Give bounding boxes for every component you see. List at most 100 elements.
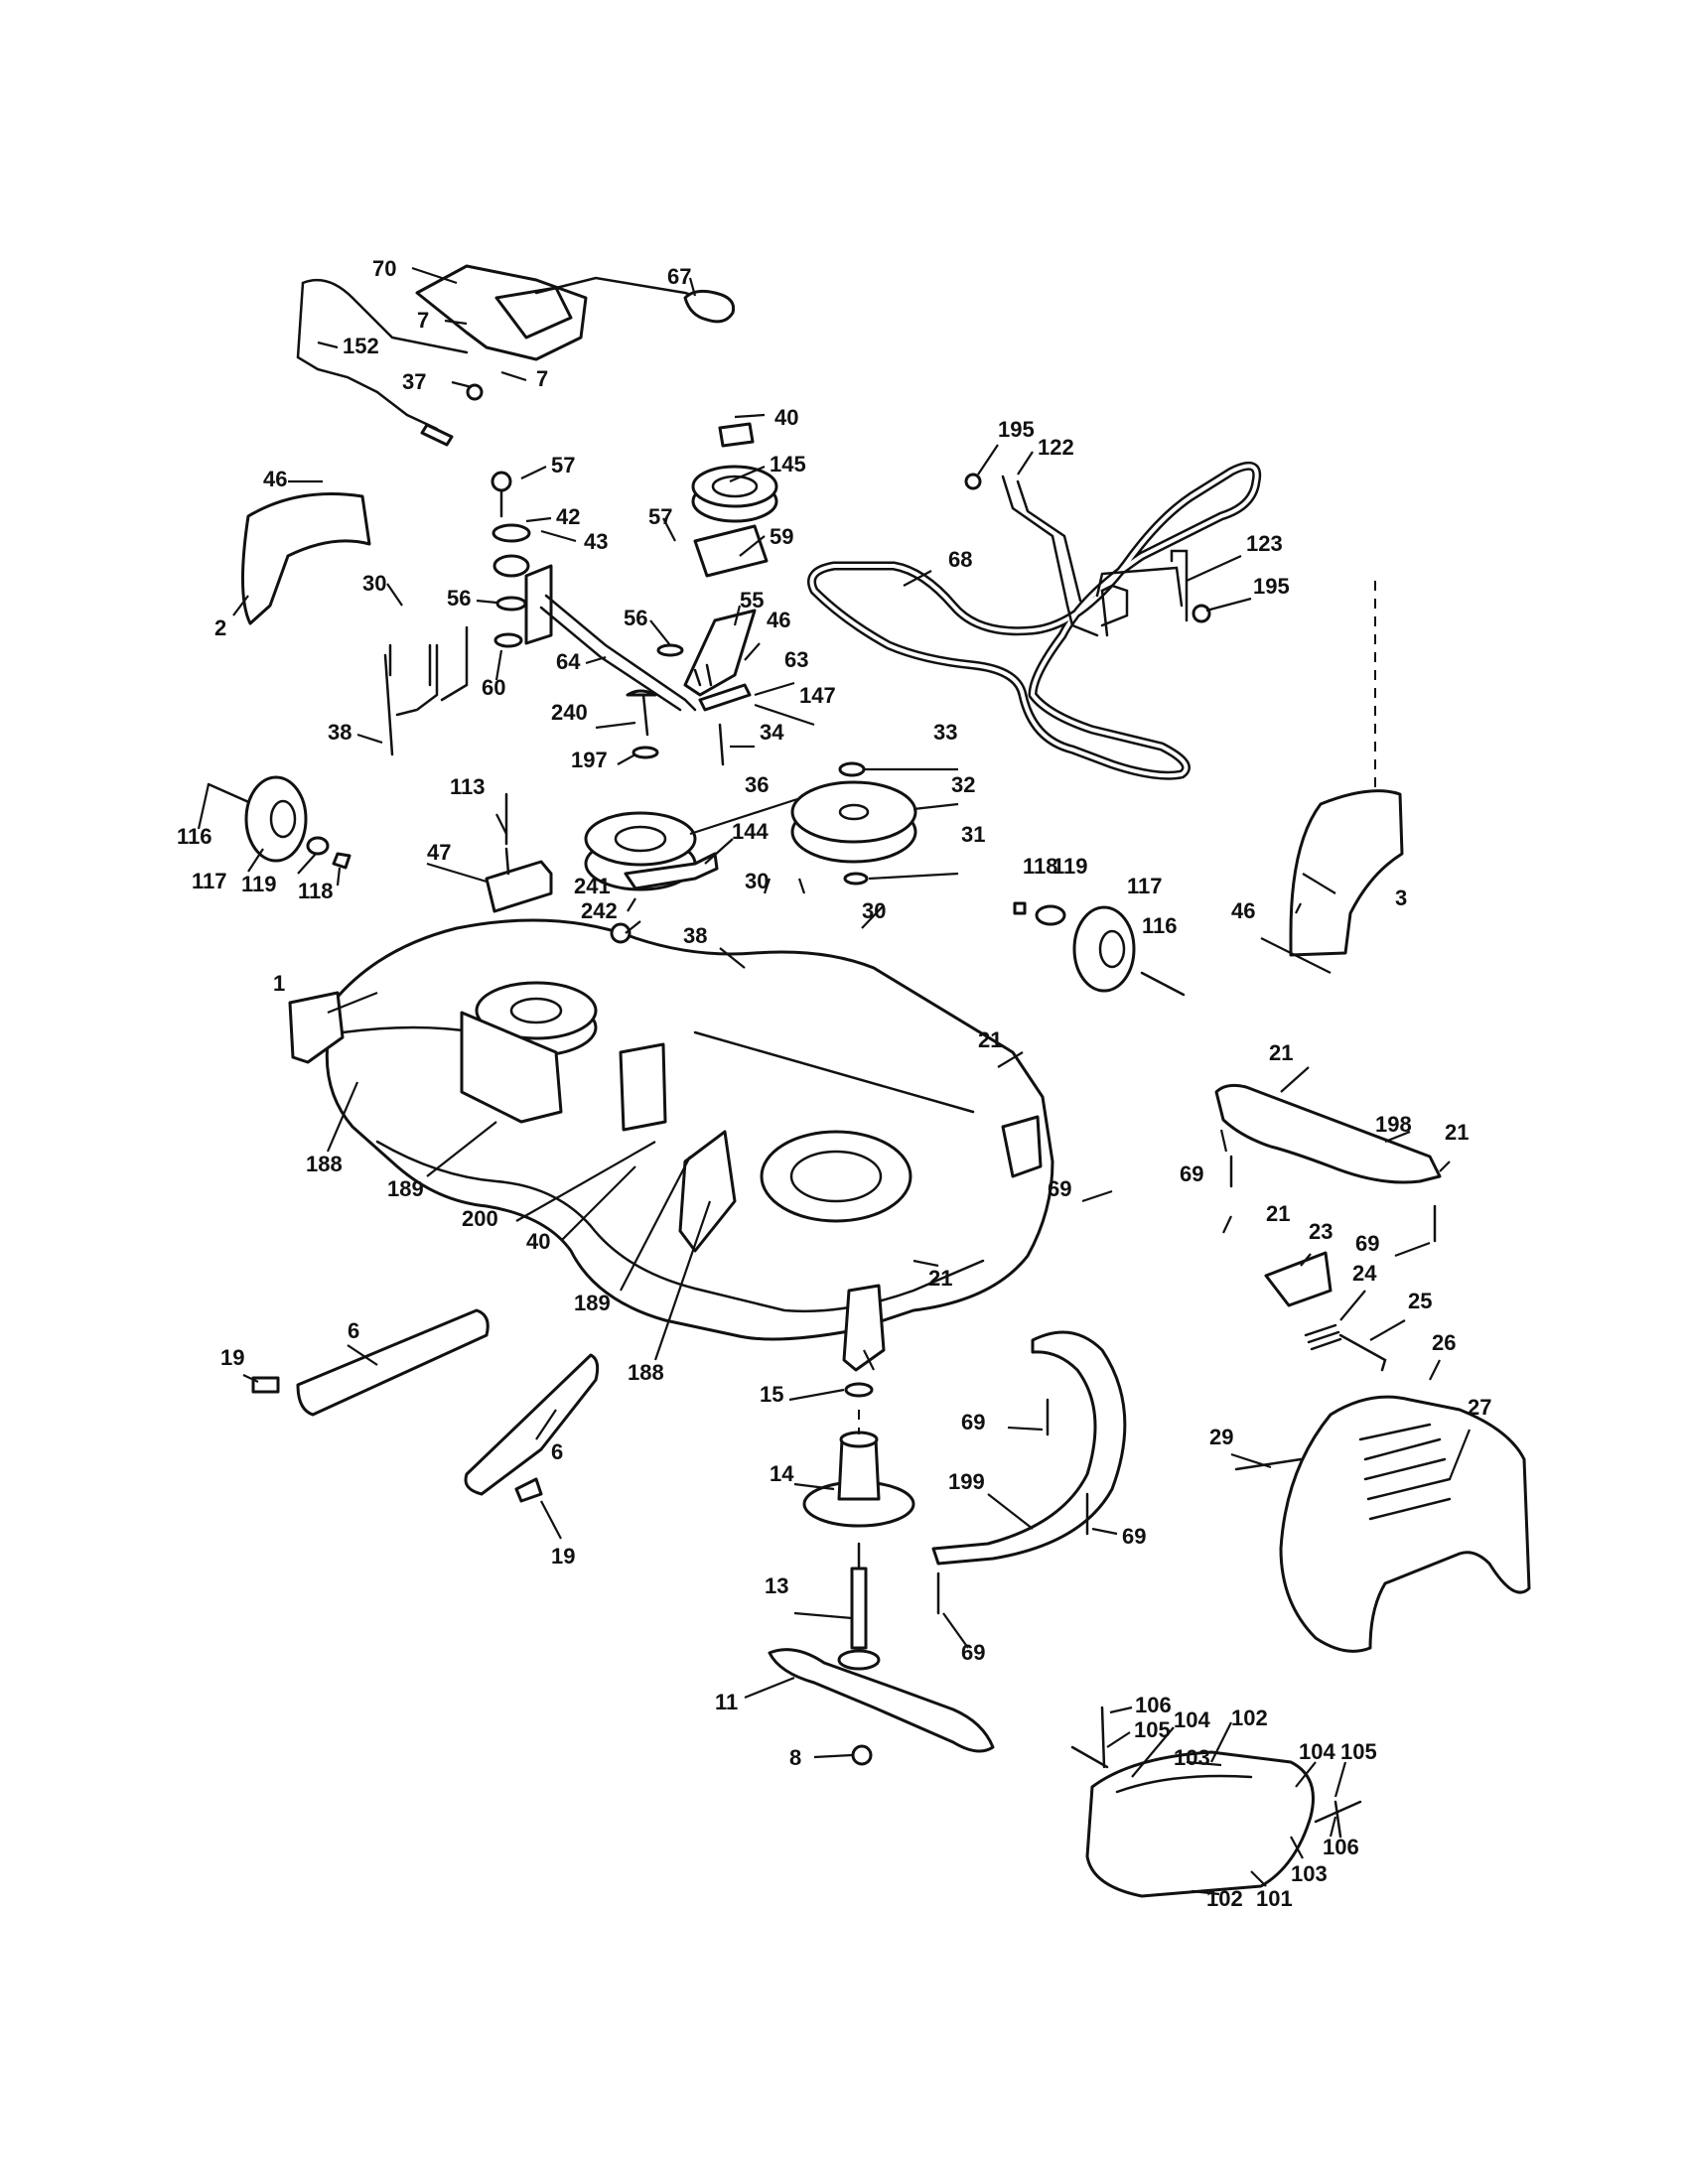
callout-104-a: 104 [1174, 1707, 1210, 1732]
callout-labels: 70 67 7 7 152 37 40 145 57 42 43 57 59 4… [177, 256, 1491, 1911]
callout-56-b: 56 [624, 606, 647, 630]
discharge-chute-ribs [1358, 1423, 1452, 1521]
callout-117-left: 117 [192, 869, 227, 893]
callout-152: 152 [343, 334, 379, 358]
callout-103-a: 103 [1174, 1745, 1210, 1770]
baffle-199 [931, 1330, 1127, 1566]
callout-15: 15 [760, 1382, 783, 1407]
callout-67: 67 [667, 264, 691, 289]
callout-118-right: 118 [1023, 854, 1058, 879]
drive-belt [807, 461, 1262, 780]
callout-60: 60 [482, 675, 505, 700]
callout-189-right: 189 [574, 1291, 611, 1315]
callout-116-left: 116 [177, 824, 212, 849]
callout-23: 23 [1309, 1219, 1333, 1244]
callout-21-deck-a: 21 [978, 1027, 1002, 1052]
callout-8: 8 [789, 1745, 801, 1770]
callout-21-baffle-b: 21 [1445, 1120, 1469, 1145]
callout-101: 101 [1256, 1886, 1293, 1911]
callout-46-right: 46 [1231, 898, 1255, 923]
gauge-wheel-left [207, 775, 351, 870]
callout-36: 36 [745, 772, 769, 797]
callout-57-a: 57 [551, 453, 575, 478]
callout-113: 113 [450, 774, 486, 799]
callout-7-b: 7 [536, 366, 548, 391]
callout-188-right: 188 [628, 1360, 664, 1385]
callout-24: 24 [1352, 1261, 1377, 1286]
callout-7-a: 7 [417, 308, 429, 333]
callout-102-a: 102 [1231, 1706, 1268, 1730]
lift-arm-lower [464, 1353, 600, 1496]
spring-25 [1304, 1323, 1387, 1372]
callout-195-b: 195 [1253, 574, 1290, 599]
callout-6-upper: 6 [348, 1318, 359, 1343]
callout-40-top: 40 [774, 405, 798, 430]
callout-38-left: 38 [328, 720, 351, 745]
callout-29: 29 [1209, 1425, 1233, 1449]
callout-197: 197 [571, 748, 608, 772]
callout-32: 32 [951, 772, 975, 797]
callout-40-mid: 40 [526, 1229, 550, 1254]
callout-6-lower: 6 [551, 1439, 563, 1464]
callout-21-baffle-a: 21 [1269, 1040, 1293, 1065]
idler-bracket-assembly [626, 609, 757, 766]
belt-shield-right [1289, 789, 1404, 957]
wheel-bracket-47 [485, 792, 553, 913]
callout-55: 55 [740, 588, 764, 613]
callout-123: 123 [1246, 531, 1283, 556]
callout-188-left: 188 [306, 1152, 343, 1176]
mower-blade [768, 1648, 995, 1753]
callout-3: 3 [1395, 886, 1407, 910]
callout-57-b: 57 [648, 504, 672, 529]
callout-118-left: 118 [298, 879, 334, 903]
callout-122: 122 [1038, 435, 1074, 460]
gauge-wheel-right [1013, 901, 1186, 997]
callout-105-b: 105 [1340, 1739, 1377, 1764]
callout-30-right: 30 [862, 898, 886, 923]
callout-21-bracket: 21 [1266, 1201, 1290, 1226]
bolt-19-lower [514, 1477, 543, 1503]
callout-42: 42 [556, 504, 580, 529]
chute-pivot-rod-29 [1234, 1457, 1303, 1471]
callout-104-b: 104 [1299, 1739, 1335, 1764]
callout-2: 2 [214, 615, 226, 640]
callout-105-a: 105 [1134, 1717, 1171, 1742]
mulch-hardware-right [1314, 1800, 1362, 1839]
callout-33: 33 [933, 720, 957, 745]
callout-106-a: 106 [1135, 1693, 1172, 1717]
blade-spindle-assembly [802, 1382, 915, 1671]
callout-240: 240 [551, 700, 588, 725]
bolt-19-upper [251, 1376, 280, 1394]
spindle-pulley-32 [790, 761, 917, 886]
callout-63: 63 [784, 647, 808, 672]
lift-bracket-left [383, 625, 469, 756]
callout-26: 26 [1432, 1330, 1456, 1355]
callout-13: 13 [765, 1573, 788, 1598]
belt-guide-rod [964, 473, 1211, 637]
callout-37: 37 [402, 369, 426, 394]
callout-59: 59 [770, 524, 793, 549]
callout-116-right: 116 [1142, 913, 1178, 938]
callout-69-deck: 69 [1048, 1176, 1071, 1201]
discharge-chute [1279, 1395, 1531, 1653]
callout-69-baffle-b: 69 [1355, 1231, 1379, 1256]
callout-46-mid: 46 [767, 608, 790, 632]
callout-144: 144 [732, 819, 769, 844]
deck-baffle-198 [1214, 1083, 1442, 1184]
callout-25: 25 [1408, 1289, 1432, 1313]
callout-64: 64 [556, 649, 581, 674]
callout-31: 31 [961, 822, 985, 847]
callout-30-left: 30 [362, 571, 386, 596]
callout-195-a: 195 [998, 417, 1035, 442]
callout-241: 241 [574, 874, 611, 898]
callout-47: 47 [427, 840, 451, 865]
callout-69-baffle-upper: 69 [961, 1410, 985, 1434]
callout-69-baffle-a: 69 [1180, 1161, 1203, 1186]
callout-11: 11 [715, 1690, 738, 1714]
callout-46-left: 46 [263, 467, 287, 491]
callout-119-right: 119 [1052, 854, 1088, 879]
callout-leaders [197, 266, 1472, 1896]
callout-1: 1 [273, 971, 285, 996]
belt-shield-left [240, 492, 371, 625]
